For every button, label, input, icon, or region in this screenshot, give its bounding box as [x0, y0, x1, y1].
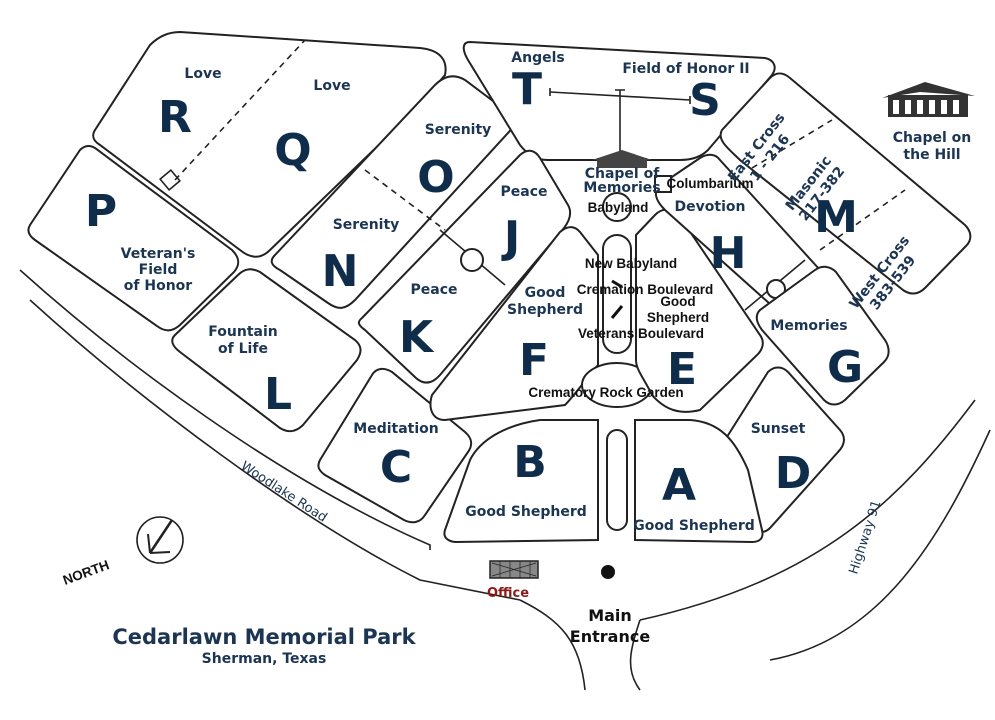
section-s-letter: S	[689, 75, 721, 126]
serenity-divider	[364, 169, 446, 231]
woodlake-road-edge	[19, 269, 431, 550]
section-a	[634, 419, 764, 544]
main-entrance-label-2: Entrance	[570, 627, 651, 646]
section-s-name: Field of Honor II	[622, 61, 749, 77]
section-e-name-2: Shepherd	[647, 310, 709, 325]
cremation-marker-1	[611, 279, 623, 289]
highway-91-edge-outer	[769, 429, 991, 661]
section-f-letter: F	[519, 335, 549, 386]
section-p	[27, 144, 240, 332]
love-marker	[159, 169, 181, 191]
section-j-name: Peace	[501, 184, 548, 200]
chapel-of-memories-label-2: Memories	[583, 180, 660, 196]
chapel-on-hill-label-1: Chapel on	[893, 130, 971, 146]
masonic-divider-1	[751, 119, 833, 169]
chapel-on-hill-label-2: the Hill	[903, 147, 960, 163]
love-divider	[174, 39, 306, 181]
section-k-letter: K	[399, 312, 435, 363]
section-q-letter: Q	[274, 125, 311, 176]
angels-cross	[549, 89, 691, 160]
section-f-name-2: Shepherd	[507, 302, 583, 318]
columbarium-marker	[654, 175, 672, 193]
section-g-letter: G	[827, 342, 863, 393]
section-n-letter: N	[322, 246, 359, 297]
section-o-name: Serenity	[425, 122, 492, 138]
cremation-marker-2	[610, 305, 624, 319]
section-g-name: Memories	[770, 318, 847, 334]
new-babyland-label: New Babyland	[585, 256, 677, 271]
section-t-name: Angels	[511, 50, 564, 66]
section-n-name: Serenity	[333, 217, 400, 233]
map-title: Cedarlawn Memorial Park	[112, 625, 416, 649]
section-l-name-2: of Life	[218, 341, 268, 357]
section-a-name: Good Shepherd	[633, 518, 755, 534]
cremation-boulevard-label: Cremation Boulevard	[577, 282, 714, 297]
section-e-letter: E	[667, 344, 697, 395]
section-c-letter: C	[380, 442, 412, 493]
woodlake-road-label: Woodlake Road	[238, 459, 330, 526]
map-subtitle: Sherman, Texas	[202, 651, 327, 667]
center-boulevard	[602, 234, 632, 354]
section-p-name-3: of Honor	[124, 278, 193, 294]
section-r-name: Love	[184, 66, 221, 82]
section-m-letter: M	[814, 192, 858, 243]
section-f-name-1: Good	[525, 285, 566, 301]
section-d-name: Sunset	[751, 421, 806, 437]
north-compass-icon	[136, 516, 184, 564]
office-hatch	[491, 561, 537, 578]
section-h-letter: H	[710, 228, 747, 279]
section-r-letter: R	[158, 92, 192, 143]
entrance-road-right	[629, 619, 641, 691]
section-k-name: Peace	[411, 282, 458, 298]
section-a-letter: A	[662, 460, 696, 511]
peace-fountain	[460, 248, 484, 272]
section-b	[443, 419, 599, 544]
section-p-name-2: Field	[139, 262, 178, 278]
section-d-letter: D	[775, 448, 812, 499]
woodlake-road-edge-outer	[29, 299, 521, 601]
chapel-on-hill-icon	[882, 82, 975, 117]
chapel-of-memories-icon	[592, 150, 652, 168]
section-h-name: Devotion	[675, 199, 746, 215]
section-l	[171, 268, 362, 433]
north-label: NORTH	[61, 557, 111, 588]
section-ts	[462, 40, 776, 161]
section-e-name-1: Good	[660, 294, 695, 309]
entrance-road	[519, 599, 586, 691]
highway-91-edge	[639, 399, 976, 621]
section-b-letter: B	[513, 437, 547, 488]
section-b-name: Good Shepherd	[465, 504, 587, 520]
babyland-label: Babyland	[588, 200, 649, 215]
section-o-letter: O	[417, 152, 454, 203]
section-g	[755, 265, 890, 406]
section-l-letter: L	[264, 369, 292, 420]
chapel-of-memories-label-1: Chapel of	[585, 166, 660, 182]
veterans-boulevard-label: Veterans Boulevard	[578, 326, 704, 341]
section-q-name: Love	[313, 78, 350, 94]
babyland-circle	[602, 192, 632, 222]
highway-91-label: Highway 91	[847, 499, 885, 577]
entrance-median	[606, 429, 628, 531]
section-j-letter: J	[501, 212, 520, 263]
section-p-name-1: Veteran's	[121, 246, 196, 262]
office-label: Office	[487, 586, 529, 601]
section-p-letter: P	[85, 186, 117, 237]
main-entrance-label-1: Main	[588, 606, 632, 625]
section-m	[719, 72, 972, 295]
rock-garden-label: Crematory Rock Garden	[528, 385, 683, 400]
section-t-letter: T	[512, 64, 542, 115]
columbarium-label: Columbarium	[666, 176, 753, 191]
section-c-name: Meditation	[353, 421, 438, 437]
section-on	[270, 75, 515, 309]
section-l-name-1: Fountain	[208, 324, 277, 340]
entrance-dot	[601, 565, 615, 579]
